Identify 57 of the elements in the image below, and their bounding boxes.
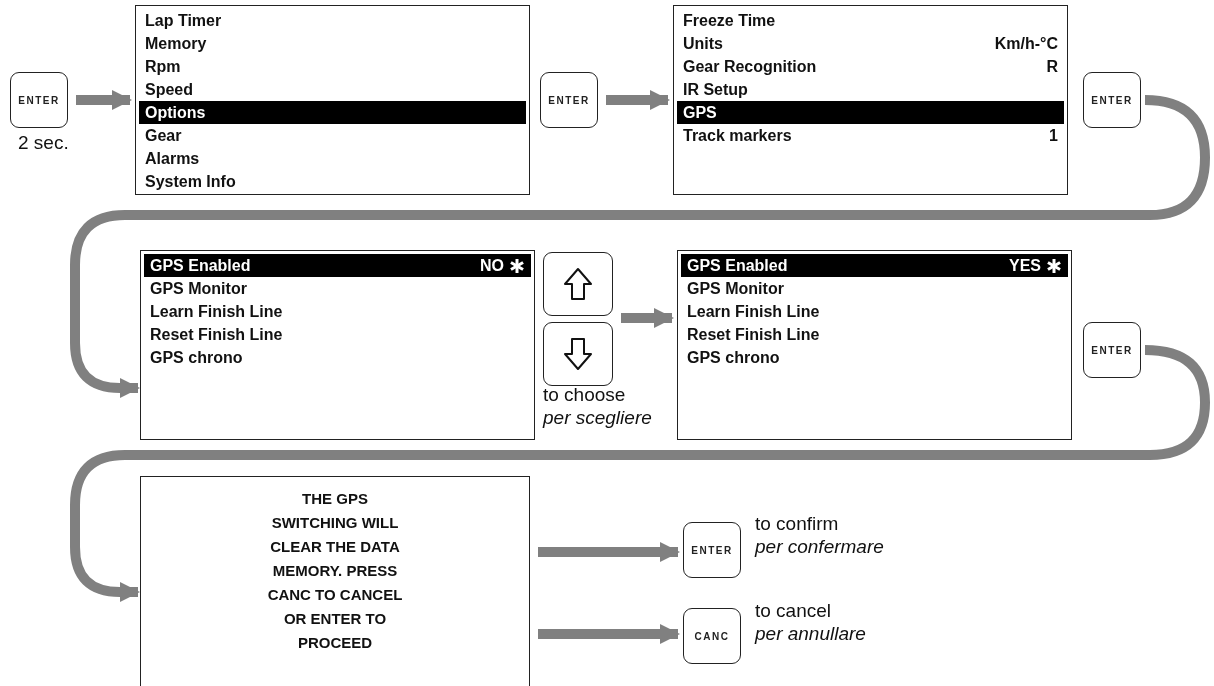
menu-screen (140, 250, 535, 440)
menu-item: Alarms (145, 149, 200, 168)
key-button: ENTER (10, 72, 68, 128)
menu-item: Reset Finish Line (687, 325, 820, 344)
caption-text: per annullare (755, 623, 866, 645)
caption-text: 2 sec. (18, 132, 69, 154)
menu-item: Rpm (145, 57, 181, 76)
menu-item: Lap Timer (145, 11, 222, 30)
caption-text: to confirm (755, 513, 839, 535)
menu-item: GPS chrono (150, 348, 243, 367)
arrow-key-button (543, 322, 613, 386)
setting-value: 1 (1049, 126, 1058, 145)
menu-item: Memory (145, 34, 207, 53)
arrow (76, 90, 132, 110)
setting-value: R (1046, 57, 1058, 76)
menu-item: Learn Finish Line (150, 302, 283, 321)
caption-text: to cancel (755, 600, 832, 622)
caption-text: per scegliere (543, 407, 652, 429)
warning-screen (140, 476, 530, 686)
menu-screen (135, 5, 530, 195)
menu-item: Units (683, 34, 723, 53)
setting-value: Km/h-°C (994, 34, 1058, 53)
menu-screen (677, 250, 1072, 440)
menu-item: IR Setup (683, 80, 748, 99)
menu-screen (673, 5, 1068, 195)
menu-item: GPS Enabled (150, 256, 251, 275)
caption-text: to choose (543, 384, 626, 406)
arrow-key-button (543, 252, 613, 316)
key-button: ENTER (683, 522, 741, 578)
key-button: ENTER (540, 72, 598, 128)
key-button: CANC (683, 608, 741, 664)
arrow (70, 95, 1210, 398)
menu-item: Freeze Time (683, 11, 776, 30)
arrow (70, 345, 1210, 602)
menu-item: GPS (683, 103, 717, 122)
menu-item: Options (145, 103, 206, 122)
key-button: ENTER (1083, 72, 1141, 128)
key-button: ENTER (1083, 322, 1141, 378)
menu-item: Learn Finish Line (687, 302, 820, 321)
caption-text: per confermare (755, 536, 884, 558)
menu-item: Speed (145, 80, 193, 99)
menu-item: Track markers (683, 126, 792, 145)
setting-value: NO (480, 256, 504, 275)
menu-item: GPS Monitor (687, 279, 784, 298)
arrow (538, 624, 680, 644)
arrow (538, 542, 680, 562)
menu-item: Reset Finish Line (150, 325, 283, 344)
menu-item: System Info (145, 172, 236, 191)
menu-item: Gear Recognition (683, 57, 817, 76)
menu-item: Gear (145, 126, 182, 145)
menu-item: GPS Monitor (150, 279, 247, 298)
arrow (621, 308, 674, 328)
arrow (606, 90, 670, 110)
warning-message: THE GPS SWITCHING WILL CLEAR THE DATA MEMORY. PRESS CANC TO CANCEL OR ENTER TO PROCEED (266, 489, 404, 653)
setting-value: YES (1009, 256, 1041, 275)
menu-item: GPS chrono (687, 348, 780, 367)
menu-item: GPS Enabled (687, 256, 788, 275)
